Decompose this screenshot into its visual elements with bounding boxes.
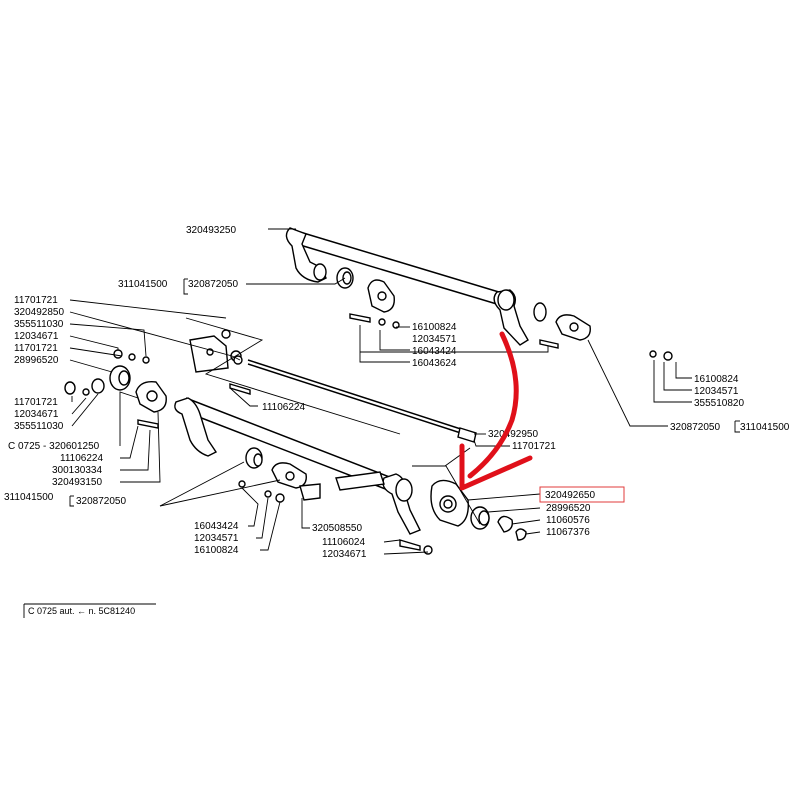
leader-lines xyxy=(69,228,740,555)
label-bottom-320508550: 320508550 xyxy=(312,523,362,534)
highlight-box xyxy=(539,486,625,503)
red-arrow-head xyxy=(459,443,533,491)
rod-line xyxy=(247,359,471,433)
label-left-355511030-a: 355511030 xyxy=(14,319,64,330)
part-labels: 320493250 311041500 320872050 16100824 1… xyxy=(4,225,790,560)
label-left-11106224: 11106224 xyxy=(60,453,103,464)
label-bottom-16043424: 16043424 xyxy=(194,521,239,532)
lower-right-crank xyxy=(382,473,421,535)
upper-shaft-assembly xyxy=(285,227,673,361)
label-mid-16043624: 16043624 xyxy=(412,358,457,369)
footer-text: C 0725 aut. ← n. 5C81240 xyxy=(28,606,135,616)
label-left-320493150: 320493150 xyxy=(52,477,102,488)
label-right-12034571: 12034571 xyxy=(694,386,739,397)
upper-left-bush-inner xyxy=(342,271,352,285)
label-highlight-part: 320492650 xyxy=(545,490,595,501)
upper-right-bush-2 xyxy=(533,302,547,322)
label-rod-11701721: 11701721 xyxy=(512,441,556,452)
label-right-16100824: 16100824 xyxy=(694,374,739,385)
label-top-left-code: 311041500 xyxy=(118,279,168,290)
lower-right-bush xyxy=(395,478,413,502)
lower-shaft-assembly xyxy=(174,397,527,555)
red-arrow-curve xyxy=(467,331,519,479)
label-right-11060576: 11060576 xyxy=(546,515,590,526)
label-left-c0725: C 0725 - 320601250 xyxy=(8,441,100,452)
label-rod-11106224: 11106224 xyxy=(262,402,305,413)
upper-shaft-tube xyxy=(299,231,513,309)
label-bottom-left-bracket: 320872050 xyxy=(76,496,126,507)
lower-lever xyxy=(335,471,385,491)
left-parts-cluster xyxy=(64,329,251,429)
red-arrow xyxy=(459,331,533,491)
label-right-28996520: 28996520 xyxy=(546,503,591,514)
label-bottom-16100824: 16100824 xyxy=(194,545,239,556)
label-mid-16100824: 16100824 xyxy=(412,322,457,333)
footer-note: C 0725 aut. ← n. 5C81240 xyxy=(23,603,156,618)
label-bottom-left-code: 311041500 xyxy=(4,492,54,503)
label-left-28996520: 28996520 xyxy=(14,355,59,366)
label-top-right-code: 311041500 xyxy=(740,422,790,433)
label-left-300130334: 300130334 xyxy=(52,465,102,476)
upper-right-bush xyxy=(497,289,515,311)
label-left-11701721-a: 11701721 xyxy=(14,295,58,306)
label-top-shaft: 320493250 xyxy=(186,225,236,236)
label-top-left-bracket: 320872050 xyxy=(188,279,238,290)
label-left-355511030-b: 355511030 xyxy=(14,421,64,432)
label-left-12034671-a: 12034671 xyxy=(14,331,59,342)
label-rod-320492950: 320492950 xyxy=(488,429,538,440)
upper-left-pin xyxy=(313,263,327,281)
label-top-right-bush: 320872050 xyxy=(670,422,720,433)
label-right-11067376: 11067376 xyxy=(546,527,590,538)
label-mid-12034571: 12034571 xyxy=(412,334,457,345)
label-left-11701721-c: 11701721 xyxy=(14,397,58,408)
label-mid-16043424: 16043424 xyxy=(412,346,457,357)
lower-left-crank xyxy=(174,397,218,457)
label-left-11701721-b: 11701721 xyxy=(14,343,58,354)
label-right-355510820: 355510820 xyxy=(694,398,744,409)
label-bottom-12034671: 12034671 xyxy=(322,549,367,560)
label-bottom-11106024: 11106024 xyxy=(322,537,365,548)
label-bottom-12034571: 12034571 xyxy=(194,533,239,544)
label-left-12034671-b: 12034671 xyxy=(14,409,59,420)
label-left-320492850: 320492850 xyxy=(14,307,64,318)
